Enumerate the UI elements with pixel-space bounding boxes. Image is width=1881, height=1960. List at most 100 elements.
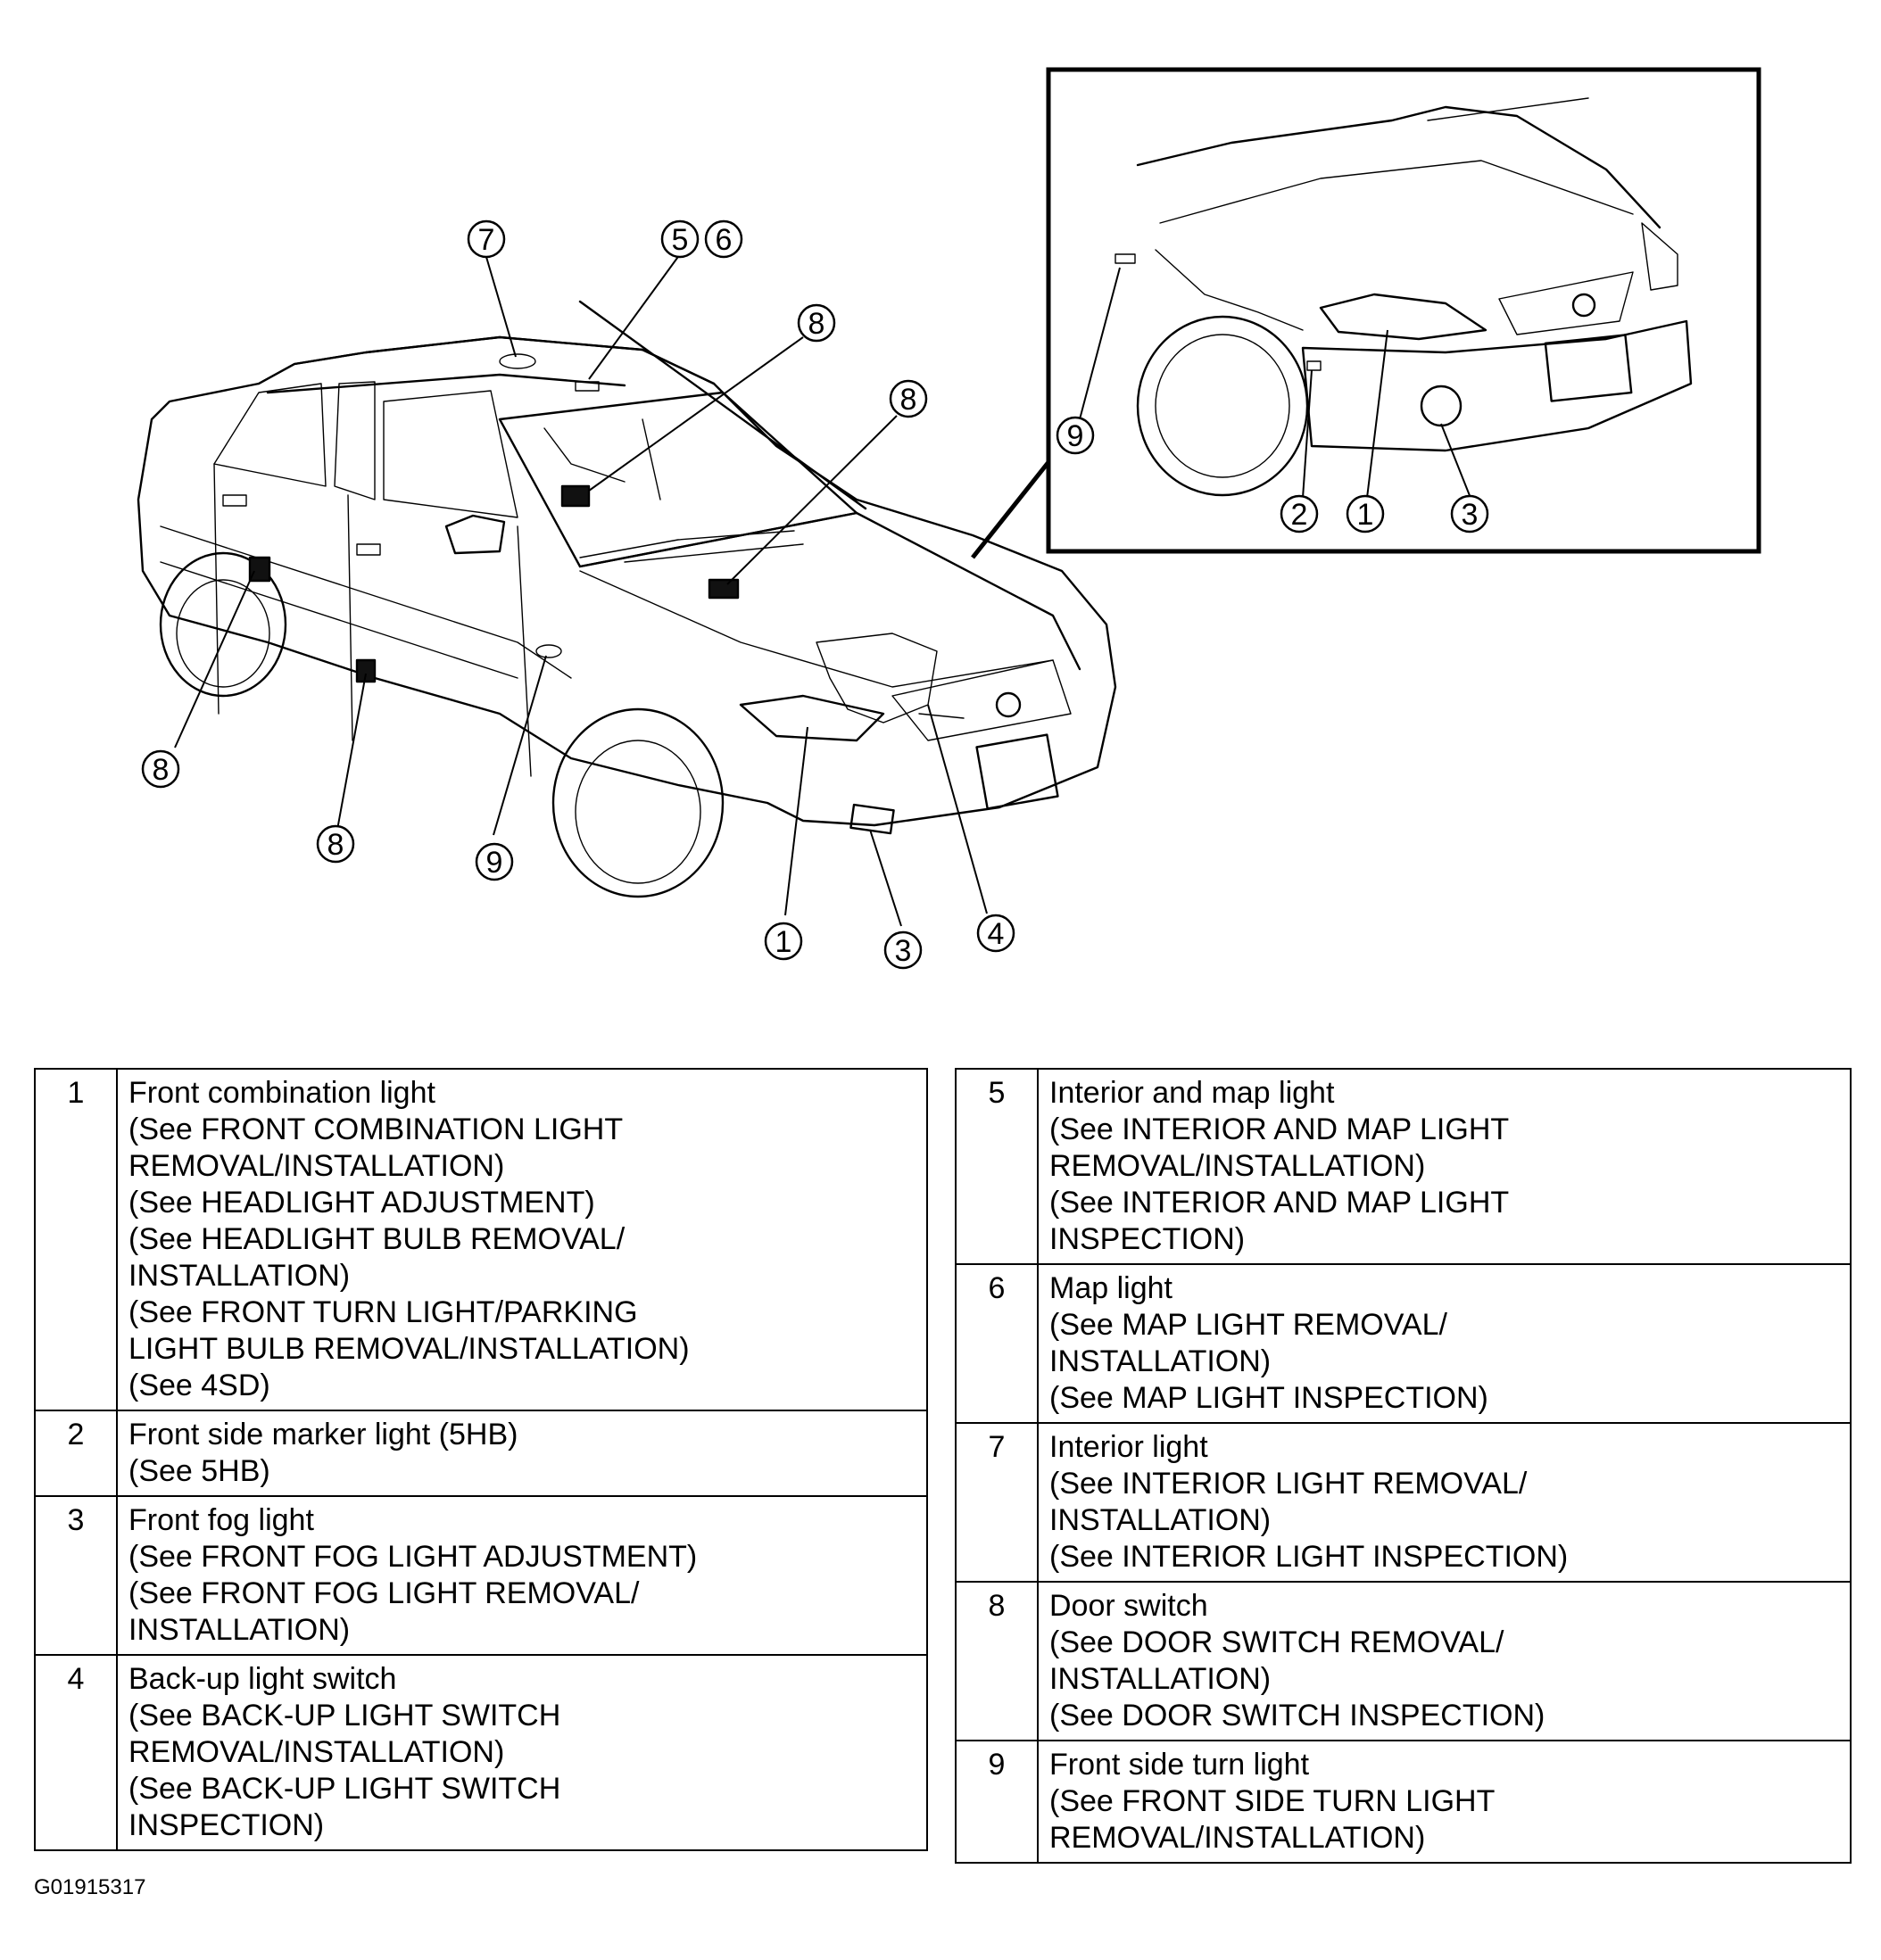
legend-item-reference: (See 4SD) — [128, 1369, 270, 1402]
svg-text:3: 3 — [895, 934, 912, 968]
svg-text:8: 8 — [900, 383, 917, 417]
figure-id: G01915317 — [34, 1875, 146, 1899]
callout-8-front-door: 8 — [316, 824, 355, 864]
legend-item-title: Map light — [1049, 1271, 1173, 1305]
legend-item-description: Back-up light switch(See BACK-UP LIGHT S… — [116, 1654, 928, 1851]
callout-8-hood: 8 — [889, 379, 928, 418]
svg-text:8: 8 — [808, 307, 825, 341]
svg-text:9: 9 — [486, 846, 503, 880]
legend-item-reference: (See MAP LIGHT INSPECTION) — [1049, 1381, 1488, 1415]
legend-item-reference: INSPECTION) — [1049, 1222, 1246, 1256]
legend-item-reference: (See INTERIOR LIGHT REMOVAL/ — [1049, 1467, 1528, 1501]
legend-item-title: Front side turn light — [1049, 1748, 1310, 1782]
legend-item-reference: (See HEADLIGHT ADJUSTMENT) — [128, 1186, 595, 1220]
svg-text:1: 1 — [775, 925, 792, 959]
inset-callout-3: 3 — [1450, 494, 1489, 533]
svg-text:5: 5 — [672, 223, 689, 257]
legend-item-reference: INSTALLATION) — [128, 1259, 351, 1293]
legend-item-title: Door switch — [1049, 1589, 1208, 1623]
legend-item-title: Interior light — [1049, 1430, 1208, 1464]
legend-item-description: Interior light(See INTERIOR LIGHT REMOVA… — [1037, 1422, 1852, 1583]
legend-item-number: 5 — [955, 1068, 1039, 1265]
legend-item-reference: (See INTERIOR AND MAP LIGHT — [1049, 1112, 1510, 1146]
legend-item-reference: (See FRONT SIDE TURN LIGHT — [1049, 1784, 1496, 1818]
legend-item-reference: (See FRONT COMBINATION LIGHT — [128, 1112, 624, 1146]
legend-item-title: Front side marker light (5HB) — [128, 1418, 518, 1451]
legend-item-number: 2 — [34, 1410, 118, 1497]
legend-item-reference: (See 5HB) — [128, 1454, 270, 1488]
legend-item-description: Front side turn light(See FRONT SIDE TUR… — [1037, 1740, 1852, 1864]
callout-3: 3 — [883, 930, 923, 970]
legend-item-reference: INSPECTION) — [128, 1808, 325, 1842]
car-illustration — [137, 300, 1117, 898]
legend-item-description: Map light(See MAP LIGHT REMOVAL/INSTALLA… — [1037, 1263, 1852, 1424]
legend-item-reference: (See HEADLIGHT BULB REMOVAL/ — [128, 1222, 626, 1256]
legend-item-description: Front side marker light (5HB)(See 5HB) — [116, 1410, 928, 1497]
callout-8-rear-door: 8 — [141, 749, 180, 789]
inset-callout-9: 9 — [1056, 416, 1095, 455]
legend-item-reference: LIGHT BULB REMOVAL/INSTALLATION) — [128, 1332, 690, 1366]
legend-item-reference: (See FRONT TURN LIGHT/PARKING — [128, 1295, 638, 1329]
legend-item-reference: REMOVAL/INSTALLATION) — [1049, 1821, 1426, 1855]
svg-text:3: 3 — [1462, 498, 1479, 532]
svg-text:2: 2 — [1291, 498, 1308, 532]
inset-callout-2: 2 — [1280, 494, 1319, 533]
svg-text:1: 1 — [1357, 498, 1374, 532]
legend-item-description: Front fog light(See FRONT FOG LIGHT ADJU… — [116, 1495, 928, 1656]
callout-7: 7 — [467, 219, 506, 259]
legend-item-reference: REMOVAL/INSTALLATION) — [1049, 1149, 1426, 1183]
legend-item-description: Front combination light(See FRONT COMBIN… — [116, 1068, 928, 1411]
legend-item-reference: (See BACK-UP LIGHT SWITCH — [128, 1772, 561, 1806]
legend-item-reference: INSTALLATION) — [1049, 1662, 1272, 1696]
callout-8-windshield: 8 — [797, 303, 836, 343]
legend-item-reference: INSTALLATION) — [1049, 1344, 1272, 1378]
callout-9: 9 — [475, 842, 514, 881]
svg-text:9: 9 — [1067, 419, 1084, 453]
legend-item-reference: (See FRONT FOG LIGHT REMOVAL/ — [128, 1576, 640, 1610]
legend-item-title: Front fog light — [128, 1503, 314, 1537]
legend-item-reference: REMOVAL/INSTALLATION) — [128, 1149, 505, 1183]
inset-connector-line — [971, 460, 1050, 559]
legend-item-number: 1 — [34, 1068, 118, 1411]
svg-text:8: 8 — [153, 753, 170, 787]
legend-item-number: 8 — [955, 1581, 1039, 1741]
legend-item-number: 7 — [955, 1422, 1039, 1583]
legend-item-title: Interior and map light — [1049, 1076, 1335, 1110]
legend-item-reference: INSTALLATION) — [1049, 1503, 1272, 1537]
main-leader-lines — [174, 253, 988, 927]
legend-item-reference: INSTALLATION) — [128, 1613, 351, 1647]
callout-6: 6 — [704, 219, 743, 259]
inset-callout-1: 1 — [1346, 494, 1385, 533]
legend-item-number: 9 — [955, 1740, 1039, 1864]
svg-text:8: 8 — [327, 828, 344, 862]
legend-item-description: Door switch(See DOOR SWITCH REMOVAL/INST… — [1037, 1581, 1852, 1741]
callout-5: 5 — [660, 219, 700, 259]
legend-item-title: Back-up light switch — [128, 1662, 397, 1696]
callout-1: 1 — [764, 922, 803, 961]
legend-item-reference: (See INTERIOR AND MAP LIGHT — [1049, 1186, 1510, 1220]
svg-text:6: 6 — [716, 223, 733, 257]
legend-item-number: 3 — [34, 1495, 118, 1656]
legend-item-reference: (See FRONT FOG LIGHT ADJUSTMENT) — [128, 1540, 698, 1574]
legend-item-reference: (See BACK-UP LIGHT SWITCH — [128, 1699, 561, 1733]
legend-item-number: 6 — [955, 1263, 1039, 1424]
legend-item-reference: (See DOOR SWITCH INSPECTION) — [1049, 1699, 1545, 1733]
legend-item-reference: (See INTERIOR LIGHT INSPECTION) — [1049, 1540, 1569, 1574]
legend-item-number: 4 — [34, 1654, 118, 1851]
legend-item-reference: (See DOOR SWITCH REMOVAL/ — [1049, 1625, 1504, 1659]
callout-4: 4 — [976, 914, 1015, 953]
legend-item-reference: REMOVAL/INSTALLATION) — [128, 1735, 505, 1769]
